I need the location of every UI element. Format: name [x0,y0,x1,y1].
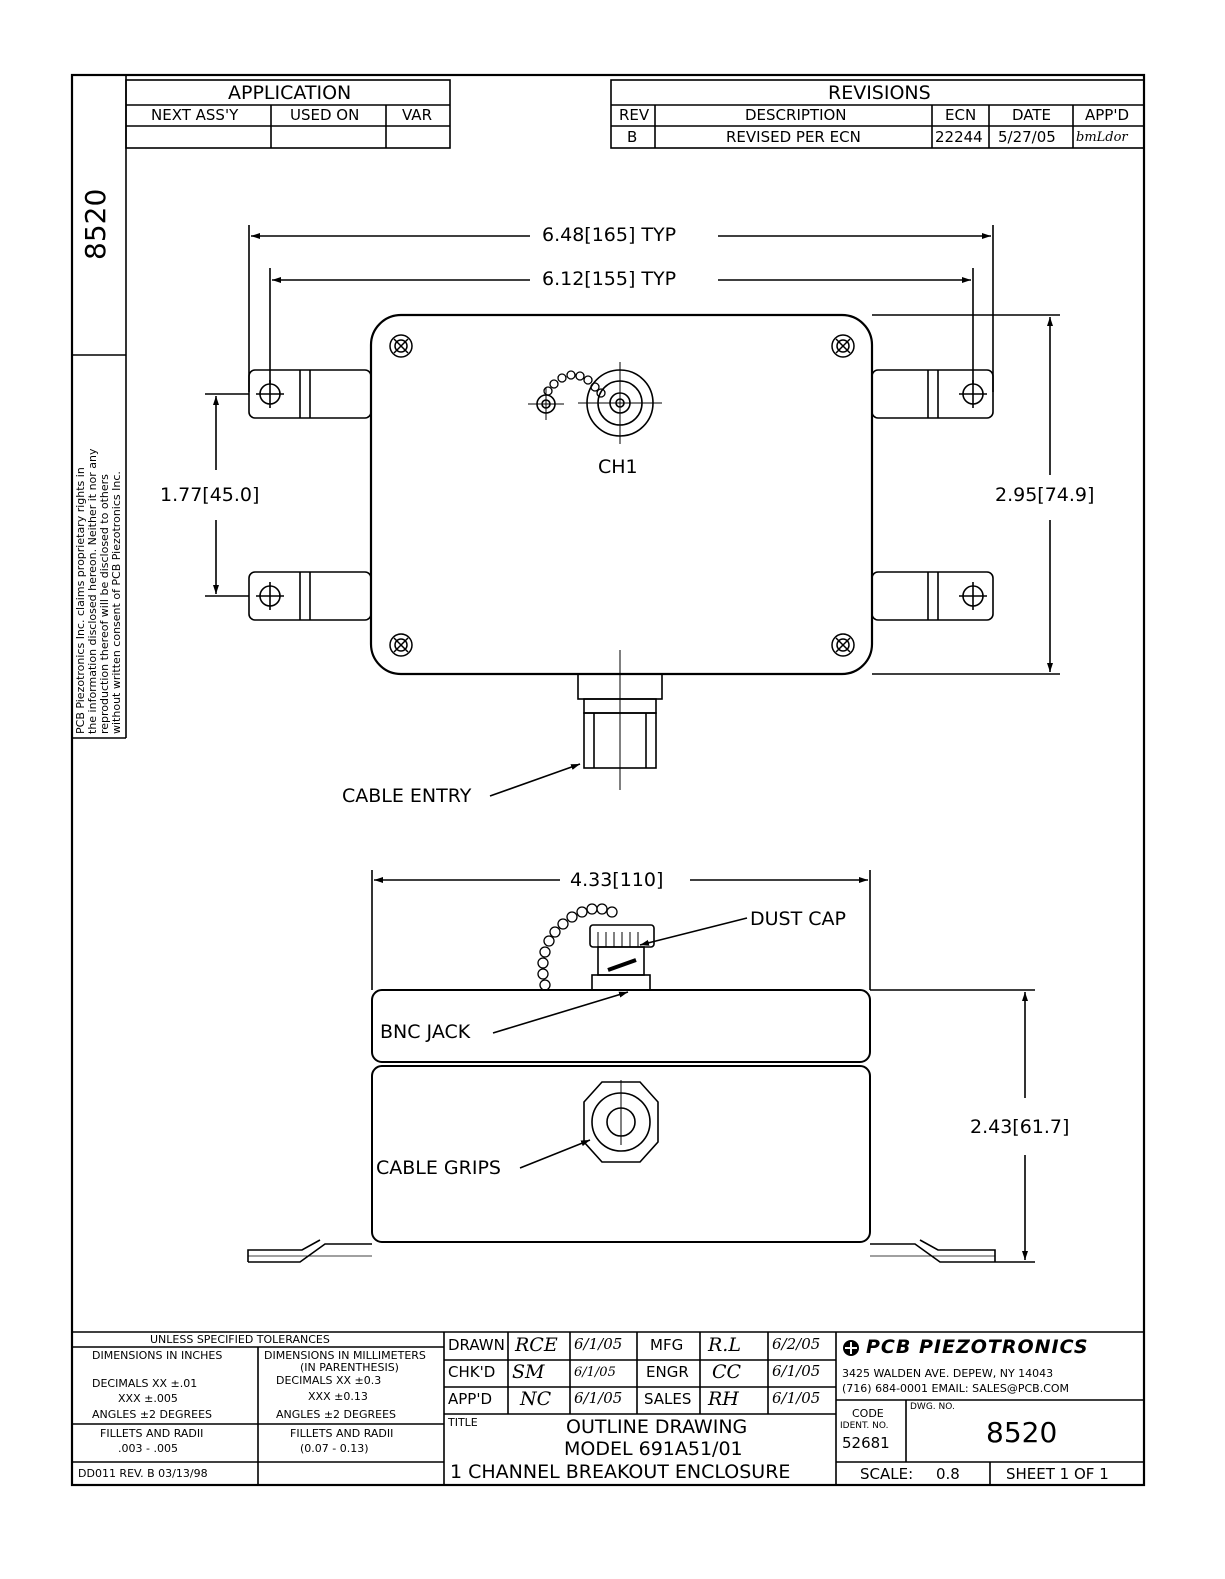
revisions-title: REVISIONS [828,82,931,104]
code-label: CODE [852,1407,884,1420]
company-phone-email: (716) 684-0001 EMAIL: SALES@PCB.COM [842,1382,1070,1395]
revisions-header-appd: APP'D [1085,106,1130,124]
application-header-used-on: USED ON [290,106,360,124]
revision-ecn: 22244 [935,128,983,146]
proprietary-notice: PCB Piezotronics Inc. claims proprietary… [74,448,123,734]
company-name: PCB PIEZOTRONICS [866,1336,1089,1358]
sales-label: SALES [644,1390,692,1408]
sales-date: 6/1/05 [772,1389,821,1407]
engr-label: ENGR [646,1363,689,1381]
application-title: APPLICATION [228,82,352,104]
dust-cap-label: DUST CAP [750,908,846,930]
ident-no-label: IDENT. NO. [840,1421,889,1431]
chkd-date: 6/1/05 [574,1365,616,1380]
dim-side-height: 2.43[61.7] [970,1116,1070,1138]
form-id: DD011 REV. B 03/13/98 [78,1467,208,1480]
dim-mount-spacing: 1.77[45.0] [160,484,260,506]
sidebar-dwg-number: 8520 [79,188,112,260]
mfg-by-signature: R.L [708,1334,741,1356]
revisions-header-rev: REV [619,106,650,124]
revision-date: 5/27/05 [998,128,1056,146]
revision-letter: B [627,128,638,146]
revisions-header-ecn: ECN [945,106,977,124]
scale-label: SCALE: [860,1465,914,1483]
drawn-date: 6/1/05 [574,1335,623,1353]
revision-description: REVISED PER ECN [726,128,861,146]
code-ident-value: 52681 [842,1434,890,1452]
dim-overall-width: 6.48[165] TYP [542,224,677,246]
inches-header: DIMENSIONS IN INCHES [92,1349,223,1362]
appd-date: 6/1/05 [574,1389,623,1407]
mm-header: DIMENSIONS IN MILLIMETERS [264,1349,426,1362]
fillets-label-mm: FILLETS AND RADII [290,1427,394,1440]
drawn-by-signature: RCE [515,1334,558,1356]
chkd-label: CHK'D [448,1363,496,1381]
revisions-header-date: DATE [1012,106,1052,124]
company-address: 3425 WALDEN AVE. DEPEW, NY 14043 [842,1367,1054,1380]
tolerances-header: UNLESS SPECIFIED TOLERANCES [150,1333,330,1346]
inch-decimals-xx: DECIMALS XX ±.01 [92,1377,198,1390]
sheet-number: SHEET 1 OF 1 [1006,1465,1109,1483]
mm-decimals-xxx: XXX ±0.13 [308,1390,368,1403]
channel-label: CH1 [598,456,638,478]
revisions-header-description: DESCRIPTION [745,106,847,124]
mm-header-paren: (IN PARENTHESIS) [300,1361,399,1374]
appd-label: APP'D [448,1390,493,1408]
dwg-no-label: DWG. NO. [910,1402,955,1412]
bnc-jack-label: BNC JACK [380,1021,471,1043]
mm-decimals-xx: DECIMALS XX ±0.3 [276,1374,382,1387]
cable-grips-label: CABLE GRIPS [376,1157,501,1179]
title-line-2: MODEL 691A51/01 [564,1438,743,1460]
appd-by-signature: NC [520,1388,552,1410]
dim-body-height: 2.95[74.9] [995,484,1095,506]
sales-by-signature: RH [708,1388,739,1410]
revision-approver-signature: bmLdor [1076,130,1128,145]
pcb-logo-mark [843,1340,859,1356]
proprietary-line: without written consent of PCB Piezotron… [110,471,123,734]
inch-angles: ANGLES ±2 DEGREES [92,1408,213,1421]
engr-by-signature: CC [712,1361,742,1383]
dwg-no-value: 8520 [986,1416,1058,1449]
fillets-in: .003 - .005 [118,1442,178,1455]
dim-body-width: 4.33[110] [570,869,664,891]
application-header-var: VAR [402,106,432,124]
title-label: TITLE [448,1416,478,1429]
dim-mount-width: 6.12[155] TYP [542,268,677,290]
title-line-3: 1 CHANNEL BREAKOUT ENCLOSURE [450,1461,791,1483]
engr-date: 6/1/05 [772,1362,821,1380]
mm-angles: ANGLES ±2 DEGREES [276,1408,397,1421]
fillets-label-in: FILLETS AND RADII [100,1427,204,1440]
mfg-label: MFG [650,1336,684,1354]
inch-decimals-xxx: XXX ±.005 [118,1392,178,1405]
cable-entry-label: CABLE ENTRY [342,785,472,807]
application-header-next-assy: NEXT ASS'Y [151,106,239,124]
mfg-date: 6/2/05 [772,1335,821,1353]
scale-value: 0.8 [936,1465,960,1483]
chkd-by-signature: SM [512,1361,545,1383]
fillets-mm: (0.07 - 0.13) [300,1442,369,1455]
sheet-border [70,73,1146,1487]
drawn-label: DRAWN [448,1336,505,1354]
title-line-1: OUTLINE DRAWING [566,1416,748,1438]
